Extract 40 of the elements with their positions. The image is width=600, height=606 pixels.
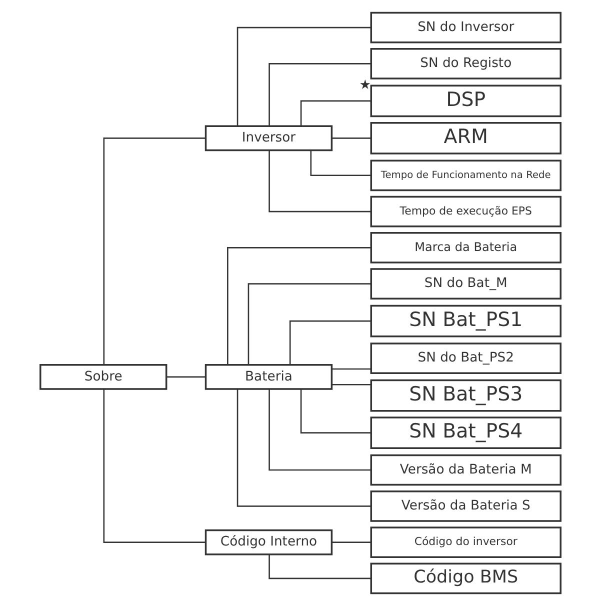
connector (288, 320, 370, 365)
node-box: DSP (370, 84, 561, 118)
connector (268, 150, 371, 212)
connector (332, 384, 370, 386)
connector (268, 63, 371, 126)
connector (300, 389, 370, 434)
node-box: Marca da Bateria (370, 232, 561, 264)
node-box: Versão da Bateria S (370, 490, 561, 522)
node-box: SN Bat_PS4 (370, 416, 561, 449)
connector (332, 542, 370, 543)
node-box: Sobre (39, 364, 167, 390)
connector (332, 368, 370, 370)
node-box: Código do inversor (370, 526, 561, 558)
node-box: Versão da Bateria M (370, 454, 561, 486)
node-box: Código Interno (204, 529, 332, 556)
connector (332, 138, 370, 139)
connector (268, 554, 371, 580)
node-label: ★ (358, 78, 371, 93)
node-box: SN Bat_PS1 (370, 304, 561, 338)
connector (247, 283, 370, 365)
connector (268, 389, 371, 471)
connector (166, 376, 206, 378)
node-box: Tempo de execução EPS (370, 196, 561, 228)
node-box: Tempo de Funcionamento na Rede (370, 160, 561, 192)
connector (310, 150, 370, 176)
node-box: Inversor (204, 125, 332, 152)
node-box: SN do Bat_M (370, 268, 561, 300)
connector (226, 247, 371, 365)
node-box: Código BMS (370, 562, 561, 594)
node-box: Bateria (204, 364, 332, 390)
node-box: SN do Registo (370, 48, 561, 80)
connector (102, 138, 205, 365)
connector (236, 26, 371, 126)
node-box: SN Bat_PS3 (370, 379, 561, 412)
node-box: SN do Bat_PS2 (370, 342, 561, 374)
node-box: ARM (370, 122, 561, 154)
node-box: SN do Inversor (370, 12, 561, 44)
connector (300, 100, 370, 126)
connector (102, 389, 205, 543)
connector (236, 389, 371, 507)
